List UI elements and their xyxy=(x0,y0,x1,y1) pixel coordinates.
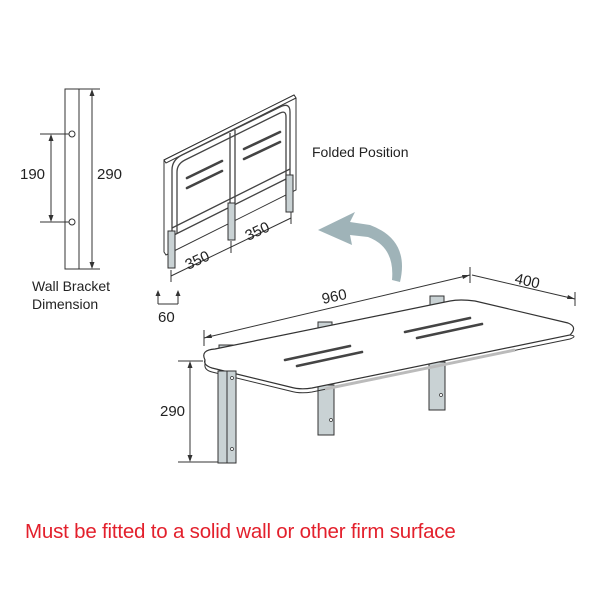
folded-bench-diagram: 350 350 60 Folded Position xyxy=(155,94,409,326)
wall-bracket-outline xyxy=(64,88,80,270)
bracket-width-value: 60 xyxy=(158,309,175,326)
fold-direction-arrow-icon xyxy=(318,212,402,282)
wall-bracket-diagram: 190 290 Wall Bracket Dimension xyxy=(20,88,122,312)
wall-bracket-label-line2: Dimension xyxy=(32,296,98,312)
folded-leg-spacing-right: 350 xyxy=(243,219,273,245)
bench-leg xyxy=(317,384,335,436)
open-bench-diagram: 960 400 290 xyxy=(160,267,576,464)
depth-dimension-line xyxy=(471,274,576,300)
installation-warning: Must be fitted to a solid wall or other … xyxy=(25,520,456,543)
wall-bracket-label-line1: Wall Bracket xyxy=(32,278,110,294)
mounting-hole-icon xyxy=(68,130,76,138)
wall-bracket-hole-spacing: 190 xyxy=(20,166,45,183)
folded-leg xyxy=(285,174,294,213)
folded-position-label: Folded Position xyxy=(312,144,409,160)
mounting-hole-icon xyxy=(68,218,76,226)
folded-leg-spacing-left: 350 xyxy=(183,248,213,274)
length-dimension-line xyxy=(203,274,471,339)
bench-depth: 400 xyxy=(513,270,541,292)
bench-length: 960 xyxy=(320,286,348,308)
bench-leg xyxy=(428,361,446,411)
bench-height: 290 xyxy=(160,403,185,420)
wall-bracket-height: 290 xyxy=(97,166,122,183)
bracket-width-dimension xyxy=(157,292,179,305)
folded-leg xyxy=(167,230,176,269)
folded-leg xyxy=(227,202,236,241)
